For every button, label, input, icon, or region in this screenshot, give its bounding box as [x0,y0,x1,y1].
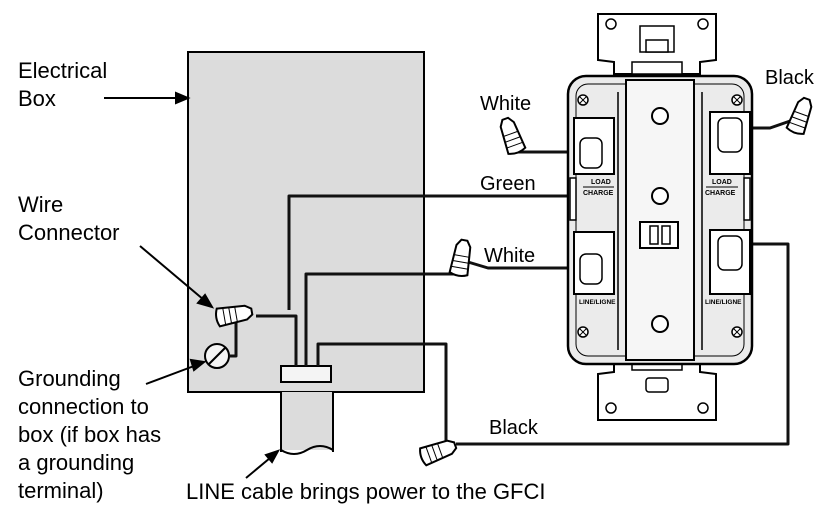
pointer-arrows [104,91,281,479]
green-label: Green [480,173,536,195]
grounding-label-line4: a grounding [18,450,134,475]
terminal-load-left [573,117,615,175]
cable-clamp [280,365,332,383]
grounding-label-line1: Grounding [18,366,121,391]
corner-screw-tl [577,94,589,106]
electrical-box-label-line1: Electrical [18,58,107,83]
corner-screw-tr [731,94,743,106]
gfci-face [625,79,695,361]
corner-screw-br [731,326,743,338]
wire-connector-black-line [419,439,458,467]
charge-label-right: CHARGE [705,190,736,197]
terminal-load-right [709,111,751,175]
wire-connector-white-load [499,116,527,155]
mounting-strap-bottom [597,357,717,421]
terminal-line-right [709,229,751,295]
wire-connector-label-line2: Connector [18,220,120,245]
ground-wire-screw [229,322,238,358]
wire-connector-label-line1: Wire [18,192,63,217]
white-line-wire-gfci [467,260,588,270]
green-wire [287,194,659,310]
line-cable-label: LINE cable brings power to the GFCI [186,479,546,504]
charge-label-left: CHARGE [583,190,614,197]
electrical-box-label-line2: Box [18,86,56,111]
black-line-wire [316,342,448,444]
grounding-label-line3: box (if box has [18,422,161,447]
terminal-line-left [573,231,615,295]
wire-connector-ground [215,304,254,328]
wire-connector-black-load [785,96,813,135]
line-cable [280,392,334,455]
grounding-screw [204,343,230,369]
corner-screw-bl [577,326,589,338]
wire-connector-white-line [448,238,472,277]
white-mid-label: White [484,245,535,267]
green-ground-screw [651,187,669,205]
ground-wire-cable [256,314,298,366]
grounding-label-line5: terminal) [18,478,104,503]
black-line-wire-gfci [456,242,790,446]
grounding-label-line2: connection to [18,394,149,419]
line-label-right: LINE/LIGNE [705,299,742,306]
white-top-label: White [480,93,531,115]
ground-slot [639,221,679,249]
load-label-right: LOAD [712,179,732,186]
black-bottom-label: Black [489,417,539,439]
mounting-strap-top [597,13,717,75]
load-label-left: LOAD [591,179,611,186]
line-label-left: LINE/LIGNE [579,299,616,306]
gfci-receptacle: LOAD CHARGE LOAD CHARGE LINE/LIGNE LINE/… [566,13,754,421]
mounting-hole-bottom [651,315,669,333]
mounting-hole-top [651,107,669,125]
black-top-label: Black [765,67,815,89]
